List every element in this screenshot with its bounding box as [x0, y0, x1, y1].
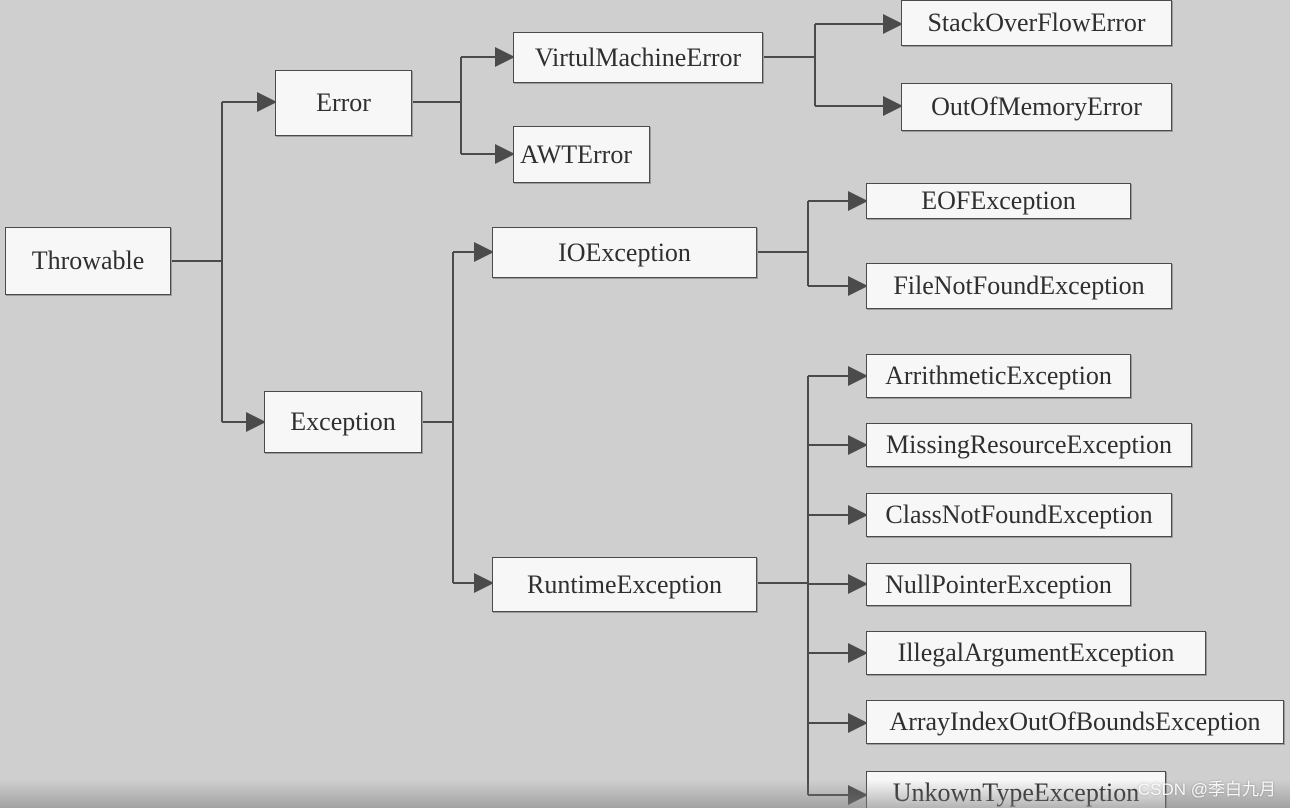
connector-runtime-exception-trunk	[756, 376, 809, 795]
io-exception-node: IOException	[492, 227, 757, 278]
file-not-found-exception-node: FileNotFoundException	[866, 263, 1172, 309]
connector-virtual-machine-error-trunk	[762, 24, 816, 106]
connector-error-trunk	[411, 57, 462, 154]
arithmetic-exception-node: ArrithmeticException	[866, 354, 1131, 398]
class-not-found-exception-node: ClassNotFoundException	[866, 493, 1172, 537]
stack-overflow-error-node: StackOverFlowError	[901, 0, 1172, 46]
connector-exception-trunk	[421, 252, 454, 583]
awt-error-node: AWTError	[513, 126, 650, 183]
exception-node: Exception	[264, 391, 422, 453]
out-of-memory-error-node: OutOfMemoryError	[901, 83, 1172, 131]
eof-exception-node: EOFException	[866, 183, 1131, 219]
illegal-argument-exception-node: IllegalArgumentException	[866, 631, 1206, 675]
watermark-text: CSDN @季白九月	[1137, 780, 1276, 799]
unkown-type-exception-node: UnkownTypeException	[866, 771, 1166, 808]
virtual-machine-error-node: VirtulMachineError	[513, 32, 763, 83]
runtime-exception-node: RuntimeException	[492, 557, 757, 612]
connector-throwable-trunk	[170, 102, 223, 422]
array-index-out-of-bounds-exception-node: ArrayIndexOutOfBoundsException	[866, 700, 1284, 744]
missing-resource-exception-node: MissingResourceException	[866, 423, 1192, 467]
throwable-node: Throwable	[5, 227, 171, 295]
connector-io-exception-trunk	[756, 201, 809, 286]
null-pointer-exception-node: NullPointerException	[866, 563, 1131, 606]
error-node: Error	[275, 70, 412, 136]
